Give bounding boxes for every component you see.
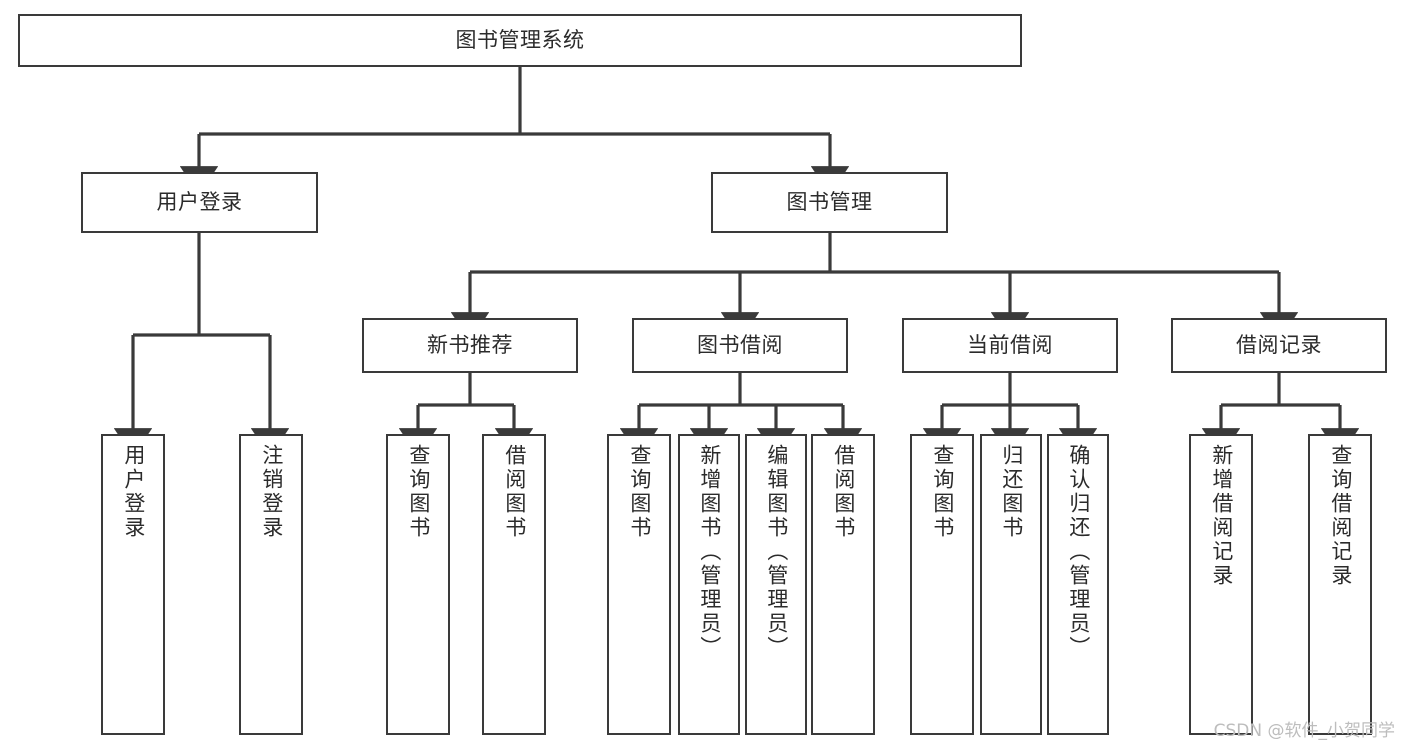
node-leaf-query-book-1-label: 查询图书 — [406, 444, 431, 540]
node-book-borrow-label: 图书借阅 — [697, 332, 783, 357]
node-new-book-recommend[interactable]: 新书推荐 — [362, 318, 578, 373]
node-root[interactable]: 图书管理系统 — [18, 14, 1022, 67]
node-root-label: 图书管理系统 — [455, 27, 585, 52]
node-leaf-add-book-label: 新增图书（管理员） — [697, 444, 722, 660]
node-leaf-user-logout[interactable]: 注销登录 — [239, 434, 303, 735]
node-book-manage[interactable]: 图书管理 — [711, 172, 948, 233]
node-leaf-user-login-label: 用户登录 — [121, 444, 146, 540]
node-leaf-add-record[interactable]: 新增借阅记录 — [1189, 434, 1253, 735]
node-leaf-query-record[interactable]: 查询借阅记录 — [1308, 434, 1372, 735]
node-book-borrow[interactable]: 图书借阅 — [632, 318, 848, 373]
node-leaf-user-logout-label: 注销登录 — [259, 444, 284, 540]
node-leaf-return-book-label: 归还图书 — [999, 444, 1024, 540]
node-leaf-user-login[interactable]: 用户登录 — [101, 434, 165, 735]
node-leaf-borrow-book-2-label: 借阅图书 — [831, 444, 856, 540]
node-current-borrow-label: 当前借阅 — [967, 332, 1053, 357]
node-leaf-borrow-book-2[interactable]: 借阅图书 — [811, 434, 875, 735]
node-leaf-add-book[interactable]: 新增图书（管理员） — [678, 434, 740, 735]
node-leaf-query-book-2-label: 查询图书 — [627, 444, 652, 540]
node-current-borrow[interactable]: 当前借阅 — [902, 318, 1118, 373]
node-leaf-query-book-3[interactable]: 查询图书 — [910, 434, 974, 735]
node-borrow-record-label: 借阅记录 — [1236, 332, 1322, 357]
node-leaf-confirm-return[interactable]: 确认归还（管理员） — [1047, 434, 1109, 735]
node-leaf-query-book-3-label: 查询图书 — [930, 444, 955, 540]
csdn-watermark: CSDN @软件_小贺同学 — [1213, 721, 1395, 741]
node-leaf-add-record-label: 新增借阅记录 — [1209, 444, 1234, 588]
node-borrow-record[interactable]: 借阅记录 — [1171, 318, 1387, 373]
node-new-book-recommend-label: 新书推荐 — [427, 332, 513, 357]
node-leaf-query-book-2[interactable]: 查询图书 — [607, 434, 671, 735]
node-user-login-label: 用户登录 — [156, 189, 243, 214]
node-leaf-edit-book-label: 编辑图书（管理员） — [764, 444, 789, 660]
node-leaf-query-book-1[interactable]: 查询图书 — [386, 434, 450, 735]
node-leaf-confirm-return-label: 确认归还（管理员） — [1066, 444, 1091, 660]
node-leaf-query-record-label: 查询借阅记录 — [1328, 444, 1353, 588]
node-leaf-return-book[interactable]: 归还图书 — [980, 434, 1042, 735]
node-leaf-borrow-book-1-label: 借阅图书 — [502, 444, 527, 540]
node-book-manage-label: 图书管理 — [786, 189, 873, 214]
node-leaf-borrow-book-1[interactable]: 借阅图书 — [482, 434, 546, 735]
node-leaf-edit-book[interactable]: 编辑图书（管理员） — [745, 434, 807, 735]
node-user-login[interactable]: 用户登录 — [81, 172, 318, 233]
